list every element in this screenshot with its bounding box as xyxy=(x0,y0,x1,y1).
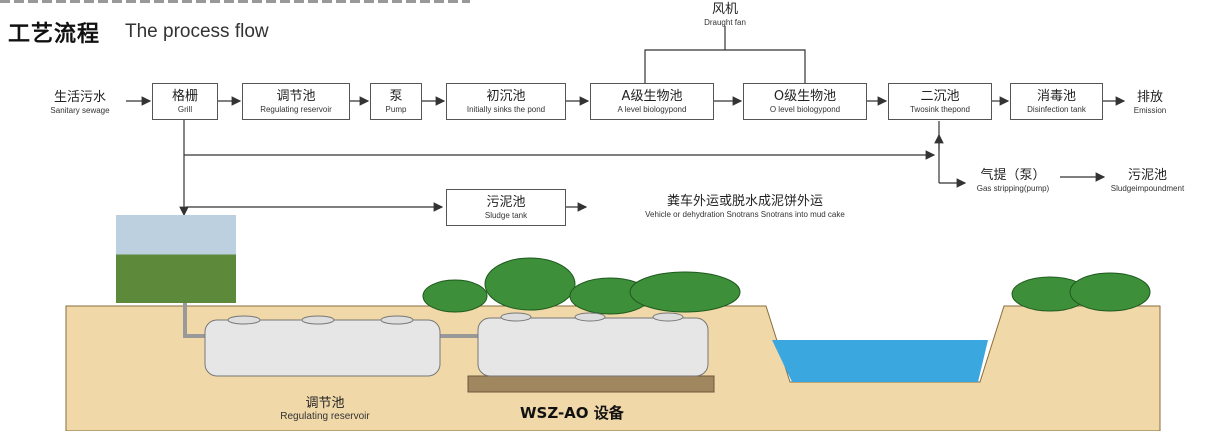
step-initial-sink: 初沉池 Initially sinks the pond xyxy=(446,83,566,120)
equipment-label: WSZ-AO 设备 xyxy=(520,404,624,422)
ground-scene xyxy=(65,257,1161,431)
gas-stripping: 气提（泵） Gas stripping(pump) xyxy=(976,168,1050,193)
step-o-level-pond: O级生物池 O level biologypond xyxy=(743,83,867,120)
sludge-impoundment: 污泥池 Sludgeimpoundment xyxy=(1110,168,1185,193)
fan-label: 风机 Draught fan xyxy=(695,2,755,28)
page-subtitle: The process flow xyxy=(125,21,269,42)
building-photo xyxy=(116,215,236,303)
step-second-sink: 二沉池 Twosink thepond xyxy=(888,83,992,120)
page-title: 工艺流程 xyxy=(8,22,101,47)
pond-water xyxy=(772,340,988,382)
tree-6 xyxy=(1069,272,1151,312)
tree-2 xyxy=(484,257,576,311)
step-sanitary-sewage: 生活污水 Sanitary sewage xyxy=(50,90,110,115)
fan-line xyxy=(644,49,806,84)
transport-label: 粪车外运或脱水成泥饼外运 Vehicle or dehydration Snot… xyxy=(645,194,845,219)
reservoir-label: 调节池 Regulating reservoir xyxy=(280,396,370,422)
fan-en: Draught fan xyxy=(704,18,746,27)
step-emission: 排放 Emission xyxy=(1133,90,1167,115)
top-decorative-line xyxy=(0,0,470,3)
step-a-level-pond: A级生物池 A level biologypond xyxy=(590,83,714,120)
tree-4 xyxy=(629,271,741,313)
step-grill: 格栅 Grill xyxy=(152,83,218,120)
step-disinfection: 消毒池 Disinfection tank xyxy=(1010,83,1103,120)
reservoir-tank xyxy=(204,319,441,377)
gravel-bed xyxy=(467,375,715,393)
ao-tank xyxy=(477,317,709,377)
tree-1 xyxy=(422,279,488,313)
sludge-tank: 污泥池 Sludge tank xyxy=(446,189,566,226)
step-pump: 泵 Pump xyxy=(370,83,422,120)
fan-zh: 风机 xyxy=(711,2,738,17)
step-regulating-reservoir: 调节池 Regulating reservoir xyxy=(242,83,350,120)
